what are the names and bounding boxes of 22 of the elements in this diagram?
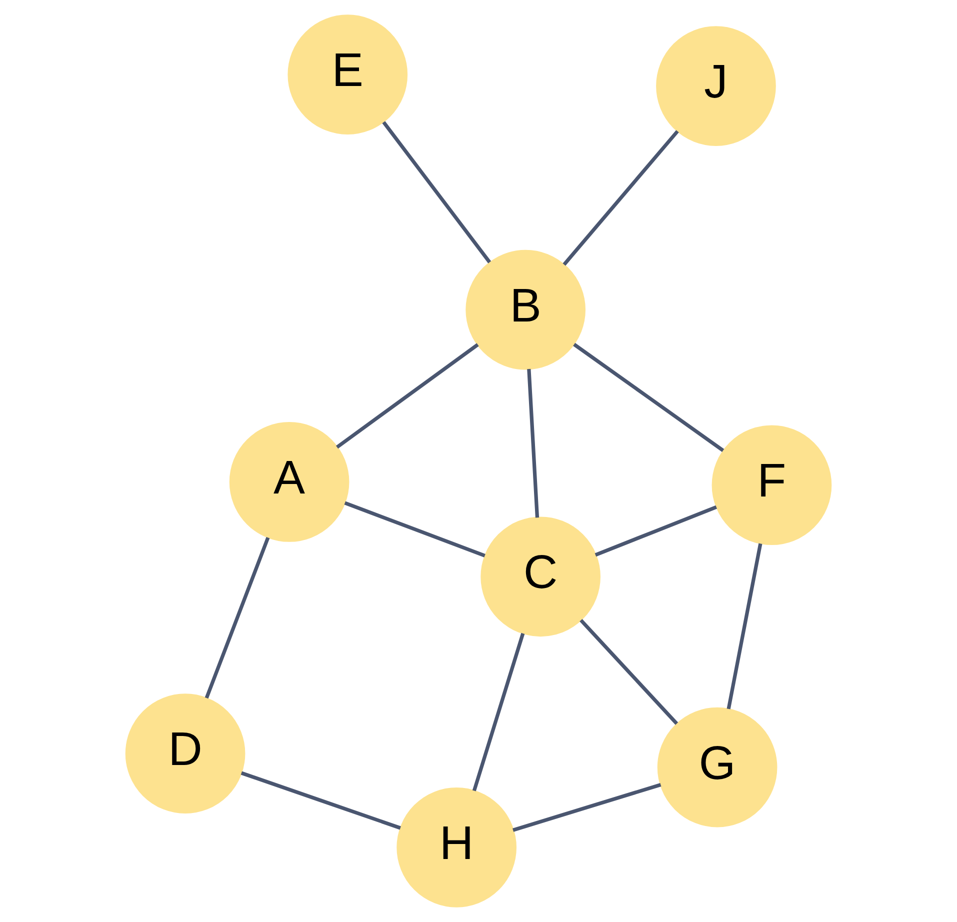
connector (382, 121, 492, 264)
connector (580, 618, 678, 725)
node-circle: F (712, 425, 832, 546)
node-circle: D (125, 694, 246, 814)
node-circle: A (229, 422, 350, 542)
connector (336, 343, 479, 449)
connector (512, 782, 662, 832)
connector (594, 505, 718, 557)
node-circle: H (396, 788, 516, 908)
connector (726, 543, 762, 710)
connector (472, 632, 525, 792)
node-circle: C (480, 516, 600, 637)
connector (204, 536, 270, 699)
node-circle: G (657, 707, 778, 828)
connector (562, 130, 679, 266)
node-circle: B (466, 250, 586, 370)
connector (240, 771, 401, 830)
connector (573, 342, 724, 452)
connector (527, 368, 540, 518)
node-circle: J (656, 26, 776, 146)
node-circle: E (288, 14, 408, 134)
connector (344, 501, 486, 558)
